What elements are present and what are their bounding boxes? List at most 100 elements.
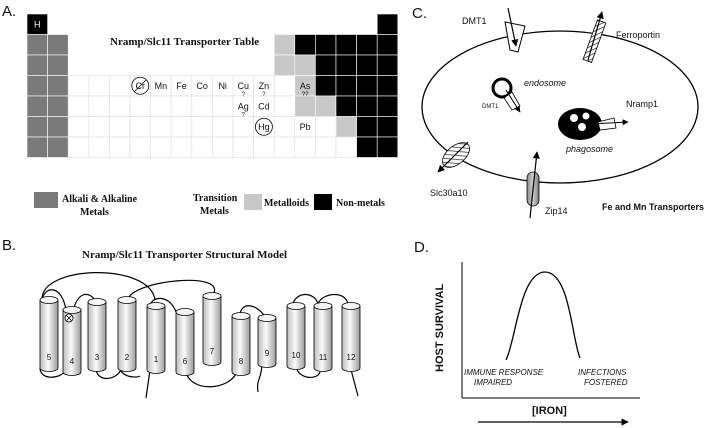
- table-cell: [170, 116, 193, 138]
- element-circle-hg: [254, 117, 273, 136]
- dmt1-transporter: DMT1: [462, 7, 526, 53]
- table-cell: [212, 95, 234, 117]
- element-symbol-h: H: [34, 19, 41, 29]
- table-cell: [191, 95, 213, 117]
- table-cell: [376, 13, 399, 35]
- left-note-2: IMPAIRED: [474, 378, 512, 387]
- table-cell: [315, 116, 337, 138]
- table-cell: [376, 54, 399, 76]
- y-axis-label: HOST SURVIVAL: [434, 284, 446, 372]
- helix-label-1: 1: [154, 355, 159, 364]
- element-symbol-cu: Cu: [238, 81, 250, 91]
- helix-segment-6: 6: [175, 308, 195, 376]
- helix-segment-8: 8: [231, 312, 251, 376]
- slc30a10-label: Slc30a10: [430, 188, 468, 198]
- table-cell: [109, 136, 131, 158]
- table-cell: [26, 34, 48, 56]
- endosome: endosome DMT1: [482, 77, 566, 113]
- element-symbol-ag: Ag: [238, 101, 249, 111]
- legend-swatch-nonmetals: [314, 194, 332, 210]
- table-cell: [129, 95, 151, 117]
- panel-b-label: B.: [2, 237, 16, 254]
- table-cell: [150, 95, 172, 117]
- element-circle-cr: [131, 76, 150, 95]
- table-cell: [47, 75, 69, 97]
- table-cell: [47, 34, 69, 56]
- element-note-cu: ?: [242, 92, 246, 98]
- helix-label-2: 2: [125, 353, 130, 362]
- table-cell: [315, 75, 337, 97]
- table-cell: [26, 95, 48, 117]
- table-cell: [335, 75, 357, 97]
- table-cell: [109, 95, 131, 117]
- element-symbol-mn: Mn: [155, 81, 168, 91]
- table-cell: [109, 75, 131, 97]
- table-cell: [88, 136, 110, 158]
- table-cell: [376, 116, 399, 138]
- table-cell: [26, 54, 48, 76]
- table-cell: [335, 95, 357, 117]
- panel-c-label: C.: [412, 5, 427, 22]
- table-cell: [335, 54, 357, 76]
- endosome-label: endosome: [524, 78, 566, 88]
- table-cell: [294, 34, 316, 56]
- phagosome: Nramp1 phagosome: [558, 99, 658, 154]
- helix-segment-5: 5: [39, 296, 59, 372]
- table-cell: [356, 116, 378, 138]
- element-symbol-fe: Fe: [176, 81, 187, 91]
- table-cell: [191, 136, 213, 158]
- element-symbol-co: Co: [196, 81, 208, 91]
- nramp1-label: Nramp1: [626, 99, 658, 109]
- table-cell: [212, 136, 234, 158]
- table-cell: [88, 95, 110, 117]
- table-cell: [150, 116, 172, 138]
- element-symbol-as: As: [300, 81, 311, 91]
- table-cell: [315, 136, 337, 158]
- helix-label-12: 12: [347, 353, 356, 362]
- helix-segment-12: 12: [341, 302, 361, 372]
- ferroportin-label: Ferroportin: [616, 30, 660, 40]
- table-cell: [47, 95, 69, 117]
- slc30a10-transporter: Slc30a10: [430, 141, 470, 198]
- right-note-1: INFECTIONS: [578, 368, 627, 377]
- panel-a-title: Nramp/Slc11 Transporter Table: [110, 36, 259, 48]
- helix-label-7: 7: [210, 347, 215, 356]
- table-cell: [335, 34, 357, 56]
- helix-label-5: 5: [47, 353, 52, 362]
- dmt1-label: DMT1: [462, 16, 487, 26]
- right-note-2: FOSTERED: [584, 378, 628, 387]
- element-strike-cr: [134, 79, 147, 93]
- table-cell: [67, 116, 90, 138]
- table-cell: [273, 75, 296, 97]
- table-cell: [273, 54, 296, 76]
- helix-label-11: 11: [319, 353, 328, 362]
- legend-swatch-metalloids: [244, 194, 262, 210]
- ferroportin-transporter: Ferroportin: [582, 11, 660, 63]
- table-cell: [335, 116, 357, 138]
- helix-segment-2: 2: [117, 296, 137, 372]
- survival-curve: [505, 271, 581, 361]
- element-symbol-pb: Pb: [300, 122, 311, 132]
- element-note-as: ??: [302, 92, 309, 98]
- table-cell: [315, 54, 337, 76]
- panel-a-label: A.: [2, 3, 16, 20]
- table-cell: [67, 75, 90, 97]
- helix-label-8: 8: [239, 357, 244, 366]
- element-symbol-zn: Zn: [259, 81, 270, 91]
- helix-label-6: 6: [183, 357, 188, 366]
- table-cell: [376, 34, 399, 56]
- table-cell: [356, 54, 378, 76]
- table-cell: [67, 136, 90, 158]
- table-cell: [356, 75, 378, 97]
- table-cell: [170, 95, 193, 117]
- table-cell: [150, 136, 172, 158]
- legend-swatch-alkali: [34, 192, 58, 208]
- legend-label-transition-2: Metals: [200, 206, 229, 217]
- table-cell: [109, 116, 131, 138]
- table-cell: [356, 136, 378, 158]
- table-cell: [88, 116, 110, 138]
- table-cell: [26, 116, 48, 138]
- table-cell: [212, 116, 234, 138]
- element-note-ag: ?: [242, 112, 246, 118]
